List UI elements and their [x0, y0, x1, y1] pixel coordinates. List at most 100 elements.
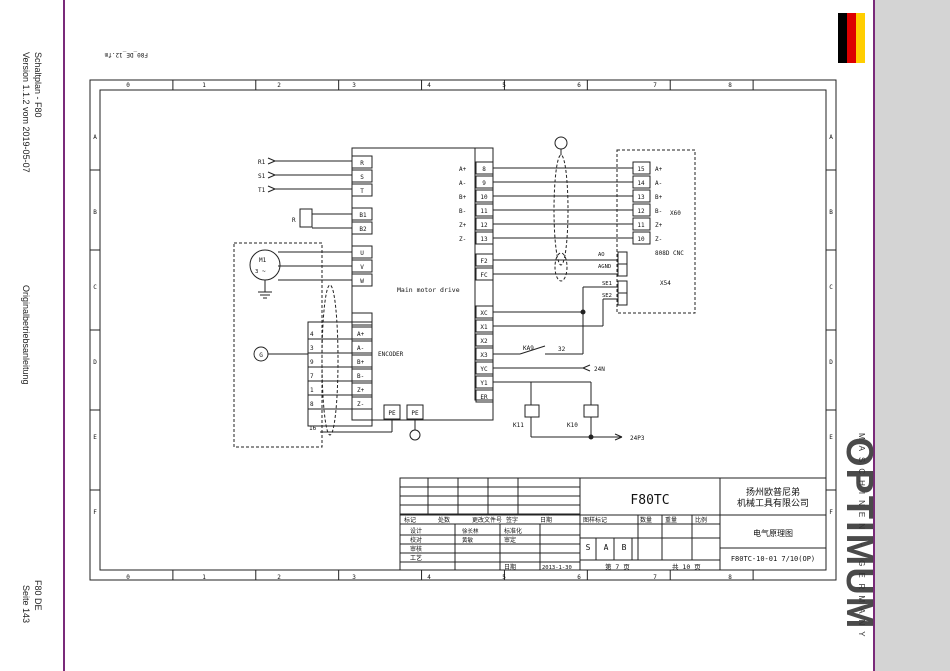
x54-pin-box	[617, 251, 628, 265]
role-label: 审核	[410, 545, 422, 553]
x54-signal: SE2	[602, 293, 612, 299]
motor-label: M1	[259, 257, 267, 264]
ka9-label: KA9	[523, 345, 534, 352]
drawing-number: F80TC-10-01 7/10(OP)	[731, 555, 815, 563]
terminal-pin: 10	[480, 194, 488, 201]
terminal-pin: X2	[480, 338, 488, 345]
rev-header: 更改文件号	[472, 516, 502, 524]
x60-signal: Z+	[655, 222, 663, 229]
rev-header: 签字	[506, 516, 518, 524]
grid-col-label: 0	[126, 574, 130, 581]
x60-pin: 15	[637, 166, 645, 173]
x60-signal: B-	[655, 208, 662, 215]
stage-header: 图样标记	[583, 516, 607, 524]
terminal-pin: XC	[480, 310, 488, 317]
x60-signal: B+	[655, 194, 663, 201]
rev-header: 处数	[438, 516, 450, 524]
grid-row-label: A	[93, 134, 97, 141]
cable-shield	[554, 252, 568, 282]
wire-number: 32	[558, 346, 566, 353]
terminal-pin: 8	[482, 166, 486, 173]
flag-black	[838, 13, 847, 63]
right-margin-line	[873, 0, 875, 671]
grid-row-label: E	[93, 434, 97, 441]
drawing-name: 电气原理图	[753, 528, 793, 538]
relay-coil	[524, 404, 540, 418]
grid-row-label: C	[93, 284, 97, 291]
motor-ac-symbol: ~	[262, 268, 266, 275]
brake-resistor	[299, 208, 313, 228]
terminal-box	[632, 161, 651, 175]
terminal-box	[351, 354, 373, 368]
encoder-pin-label: A+	[357, 331, 365, 338]
file-reference: F80_DE_12.fm	[104, 51, 148, 58]
terminal-box	[632, 217, 651, 231]
grid-col-label: 0	[126, 82, 130, 89]
grid-col-label: 4	[427, 82, 431, 89]
terminal-box	[351, 382, 373, 396]
role-label: 设计	[410, 527, 422, 535]
grid-row-label: A	[829, 134, 833, 141]
terminal-box	[351, 169, 373, 183]
grid-col-label: 2	[277, 574, 281, 581]
x54-pin-box	[617, 292, 628, 306]
ground-symbol	[554, 136, 568, 150]
grid-col-label: 8	[728, 574, 732, 581]
rev-header: 标记	[404, 516, 416, 524]
x54-signal: SE1	[602, 281, 612, 287]
pe-label: PE	[411, 410, 419, 417]
x54-signal: AO	[598, 252, 605, 258]
contact	[519, 345, 546, 355]
arrow	[267, 174, 276, 179]
signal-label: Z+	[459, 222, 467, 229]
terminal-pin: 12	[480, 222, 488, 229]
grid-col-label: 3	[352, 574, 356, 581]
terminal-box	[351, 183, 373, 197]
stage-mark: B	[622, 543, 627, 552]
voltage-label: 24N	[594, 366, 605, 373]
grid-col-label: 6	[577, 574, 581, 581]
x60-pin: 10	[637, 236, 645, 243]
terminal-pin: X3	[480, 352, 488, 359]
terminal-box	[632, 203, 651, 217]
company-line1: 扬州欧普尼弟	[746, 486, 800, 498]
terminal-label: B2	[359, 226, 367, 233]
grid-row-label: D	[93, 359, 97, 366]
relay-coil	[583, 404, 599, 418]
terminal-pin: YC	[480, 366, 488, 373]
terminal-box	[632, 175, 651, 189]
cnc-dashed-box	[616, 149, 696, 314]
checker-name: 黄敏	[462, 536, 474, 544]
grid-row-label: B	[93, 209, 97, 216]
relay-label: K10	[567, 422, 578, 429]
cable-shield	[553, 154, 569, 266]
resistor-label: R	[292, 217, 296, 224]
motor-encoder-dashed	[233, 242, 323, 448]
arrow	[267, 188, 276, 193]
stage-header: 比例	[695, 516, 707, 524]
grid-col-label: 5	[502, 574, 506, 581]
encoder-pin-number: 9	[310, 359, 314, 366]
mains-input-label: S1	[258, 173, 266, 180]
terminal-box	[351, 396, 373, 410]
arrow	[614, 436, 623, 441]
grid-row-label: F	[829, 509, 833, 516]
brand-strip	[875, 0, 950, 671]
terminal-label: U	[360, 250, 364, 257]
terminal-box	[351, 155, 373, 169]
terminal-pin: 13	[480, 236, 488, 243]
x60-pin: 13	[637, 194, 645, 201]
encoder-pin-number: 4	[310, 331, 314, 338]
terminal-box	[632, 231, 651, 245]
grid-row-label: E	[829, 434, 833, 441]
grid-row-label: C	[829, 284, 833, 291]
x60-label: X60	[670, 210, 681, 217]
pe-label: PE	[388, 410, 396, 417]
ground-symbol	[409, 429, 421, 441]
terminal-label: T	[360, 188, 364, 195]
flag-gold	[856, 13, 865, 63]
terminal-label: W	[360, 278, 364, 285]
terminal-box	[351, 368, 373, 382]
encoder-pin-number: 8	[310, 401, 314, 408]
